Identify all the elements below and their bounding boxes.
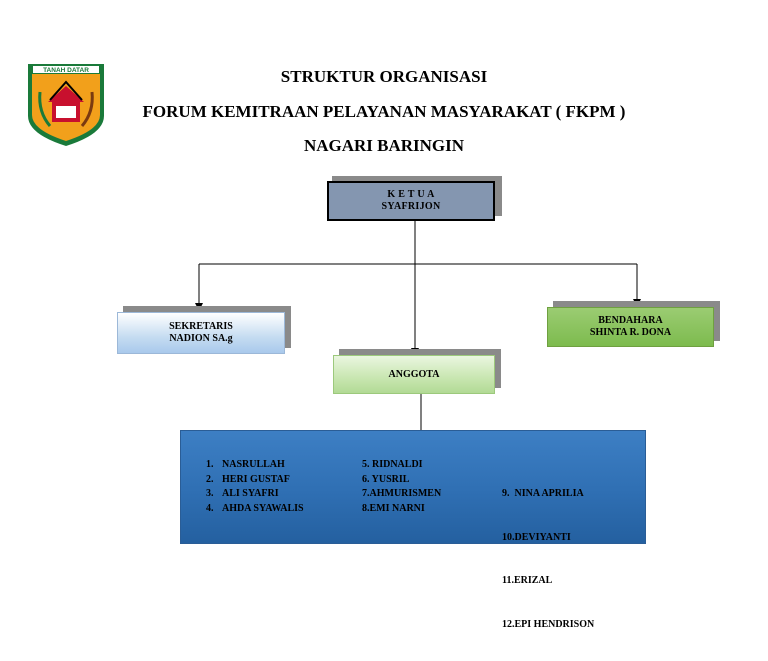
list-item: 6. YUSRIL xyxy=(362,473,410,485)
ketua-box: K E T U A SYAFRIJON xyxy=(327,181,495,221)
list-item: 8.EMI NARNI xyxy=(362,502,425,514)
connector-lines xyxy=(195,221,641,440)
list-item: 1.NASRULLAH xyxy=(206,459,285,470)
list-item: 7.AHMURISMEN xyxy=(362,488,442,499)
anggota-box: ANGGOTA xyxy=(333,355,495,394)
members-panel: 1.NASRULLAH 2.HERI GUSTAF 3.ALI SYAFRI 4… xyxy=(181,431,645,630)
sekretaris-name: NADION SA.g xyxy=(169,333,233,344)
members-column-3: 9. NINA APRILIA 10.DEVIYANTI 11.ERIZAL 1… xyxy=(502,458,594,661)
members-column-2: 5. RIDNALDI 6. YUSRIL 7.AHMURISMEN 8.EMI… xyxy=(362,458,441,516)
sekretaris-box: SEKRETARIS NADION SA.g xyxy=(117,312,285,354)
list-item: 12.EPI HENDRISON xyxy=(502,618,595,630)
ketua-name: SYAFRIJON xyxy=(381,201,441,212)
list-item: 9. NINA APRILIA xyxy=(502,488,584,499)
logo-banner-text: TANAH DATAR xyxy=(43,67,89,74)
members-column-1: 1.NASRULLAH 2.HERI GUSTAF 3.ALI SYAFRI 4… xyxy=(206,458,304,516)
list-item: 4.AHDA SYAWALIS xyxy=(206,502,304,514)
bendahara-role: BENDAHARA xyxy=(598,315,663,326)
bendahara-name: SHINTA R. DONA xyxy=(589,327,672,338)
list-item: 3.ALI SYAFRI xyxy=(206,488,279,499)
ketua-role: K E T U A xyxy=(387,189,435,200)
list-item: 2.HERI GUSTAF xyxy=(206,473,290,485)
list-item: 10.DEVIYANTI xyxy=(502,531,571,543)
anggota-label: ANGGOTA xyxy=(388,368,440,380)
chart-title: STRUKTUR ORGANISASI xyxy=(280,67,488,86)
list-item: 11.ERIZAL xyxy=(502,575,553,586)
organization-name: FORUM KEMITRAAN PELAYANAN MASYARAKAT ( F… xyxy=(142,102,626,121)
sekretaris-role: SEKRETARIS xyxy=(169,321,233,332)
bendahara-box: BENDAHARA SHINTA R. DONA xyxy=(547,307,714,347)
tanah-datar-logo: TANAH DATAR xyxy=(28,64,104,146)
nagari-name: NAGARI BARINGIN xyxy=(303,136,465,155)
list-item: 5. RIDNALDI xyxy=(362,459,423,470)
